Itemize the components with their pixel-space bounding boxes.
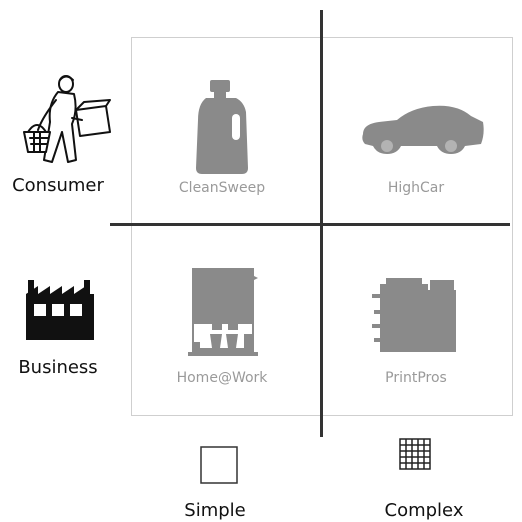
car-icon <box>361 104 485 156</box>
factory-icon <box>24 280 96 342</box>
detergent-bottle-icon <box>196 80 252 174</box>
grid-squares-icon <box>399 438 431 470</box>
single-square-icon <box>200 446 238 484</box>
quadrant-label-homeatwork: Home@Work <box>176 370 268 386</box>
quadrant-label-printpros: PrintPros <box>385 370 447 386</box>
coffee-machine-icon <box>188 268 260 356</box>
row-label-business: Business <box>18 357 98 378</box>
horizontal-axis <box>110 223 510 226</box>
quadrant-label-cleansweep: CleanSweep <box>178 180 266 196</box>
printer-icon <box>372 276 462 356</box>
shopper-icon <box>22 74 112 166</box>
column-label-simple: Simple <box>184 500 246 521</box>
row-label-consumer: Consumer <box>12 175 104 196</box>
quadrant-label-highcar: HighCar <box>387 180 445 196</box>
column-label-complex: Complex <box>384 500 464 521</box>
